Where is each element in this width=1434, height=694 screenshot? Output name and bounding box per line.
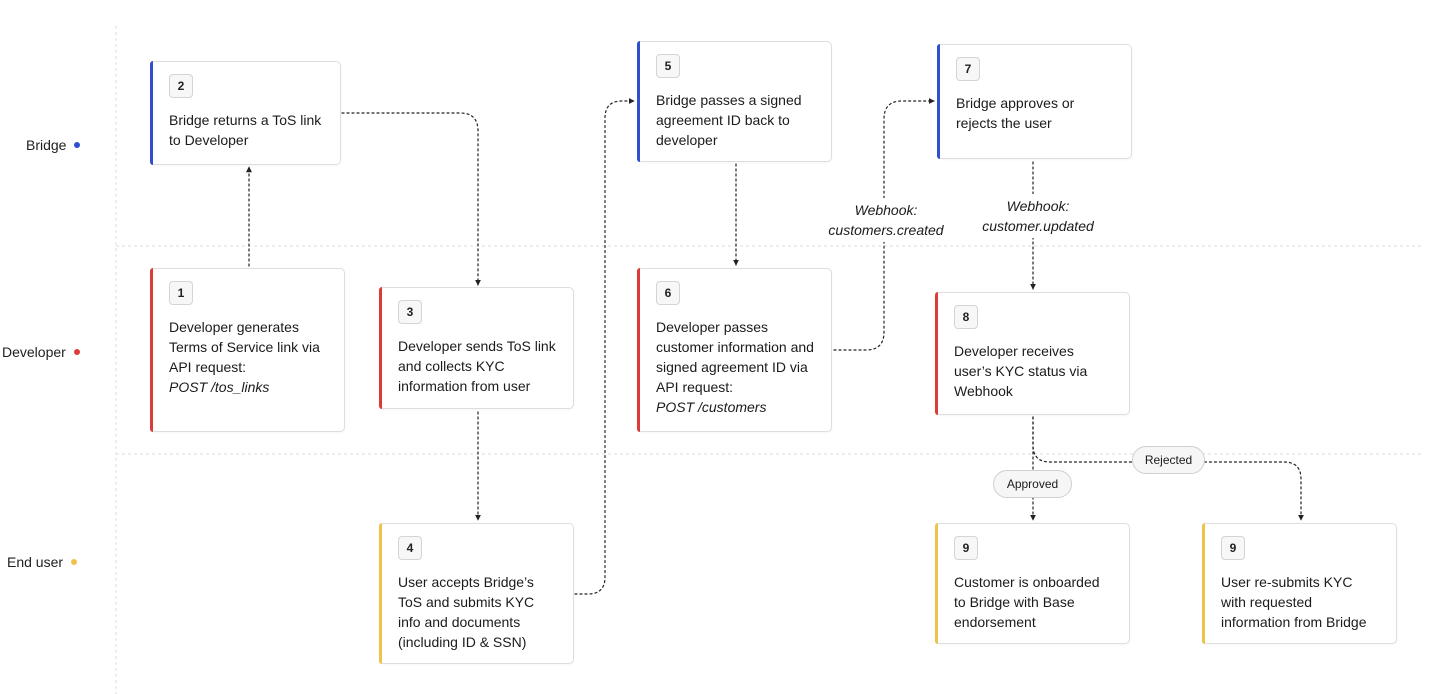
edge-label-line: Webhook:: [854, 202, 918, 218]
swimlane-dividers: [115, 26, 1424, 694]
step-card-5: 5 Bridge passes a signed agreement ID ba…: [637, 41, 832, 162]
step-card-6: 6 Developer passes customer information …: [637, 268, 832, 432]
step-number-badge: 8: [954, 305, 978, 329]
edge-label-line: Webhook:: [1006, 198, 1070, 214]
step-card-3: 3 Developer sends ToS link and collects …: [379, 287, 574, 409]
approved-branch-pill: Approved: [993, 470, 1072, 498]
edge-label-line: customers.created: [828, 222, 944, 238]
step-card-1: 1 Developer generates Terms of Service l…: [150, 268, 345, 432]
step-card-8: 8 Developer receives user’s KYC status v…: [935, 292, 1130, 415]
step-number-badge: 9: [1221, 536, 1245, 560]
step-description: Bridge returns a ToS link to Developer: [169, 112, 322, 148]
webhook-customers-created-label: Webhook: customers.created: [814, 198, 958, 242]
webhook-customer-updated-label: Webhook: customer.updated: [962, 194, 1114, 238]
lane-label-text: Developer: [2, 344, 66, 360]
lane-label-text: Bridge: [26, 137, 67, 153]
step-description: Bridge passes a signed agreement ID back…: [656, 92, 802, 148]
step-card-9-rejected: 9 User re-submits KYC with requested inf…: [1202, 523, 1397, 644]
step-card-9-approved: 9 Customer is onboarded to Bridge with B…: [935, 523, 1130, 644]
step-number-badge: 1: [169, 281, 193, 305]
step-api-endpoint: POST /customers: [656, 399, 767, 415]
step-number-badge: 5: [656, 54, 680, 78]
step-number-badge: 6: [656, 281, 680, 305]
lane-dot-yellow: [71, 559, 78, 565]
step-card-4: 4 User accepts Bridge’s ToS and submits …: [379, 523, 574, 664]
lane-dot-red: [73, 349, 80, 355]
rejected-branch-pill: Rejected: [1132, 446, 1205, 474]
lane-dot-blue: [74, 142, 81, 148]
step-description: Bridge approves or rejects the user: [956, 95, 1075, 131]
step-description: Developer sends ToS link and collects KY…: [398, 338, 556, 394]
step-number-badge: 4: [398, 536, 422, 560]
step-description: Developer generates Terms of Service lin…: [169, 319, 320, 375]
connector-4-to-5: [574, 98, 635, 595]
step-description: Developer receives user’s KYC status via…: [954, 343, 1088, 399]
step-card-2: 2 Bridge returns a ToS link to Developer: [150, 61, 341, 165]
step-number-badge: 3: [398, 300, 422, 324]
step-description: User re-submits KYC with requested infor…: [1221, 574, 1367, 630]
step-description: User accepts Bridge’s ToS and submits KY…: [398, 574, 535, 650]
lane-label-bridge: Bridge: [26, 137, 81, 153]
lane-label-text: End user: [7, 554, 64, 570]
step-description: Developer passes customer information an…: [656, 319, 814, 395]
lane-label-end-user: End user: [7, 554, 78, 570]
step-number-badge: 7: [956, 57, 980, 81]
step-number-badge: 2: [169, 74, 193, 98]
lane-label-developer: Developer: [2, 344, 80, 360]
step-api-endpoint: POST /tos_links: [169, 379, 270, 395]
step-number-badge: 9: [954, 536, 978, 560]
connector-2-to-3: [341, 112, 481, 286]
edge-label-line: customer.updated: [982, 218, 1094, 234]
step-card-7: 7 Bridge approves or rejects the user: [937, 44, 1132, 159]
step-description: Customer is onboarded to Bridge with Bas…: [954, 574, 1100, 630]
